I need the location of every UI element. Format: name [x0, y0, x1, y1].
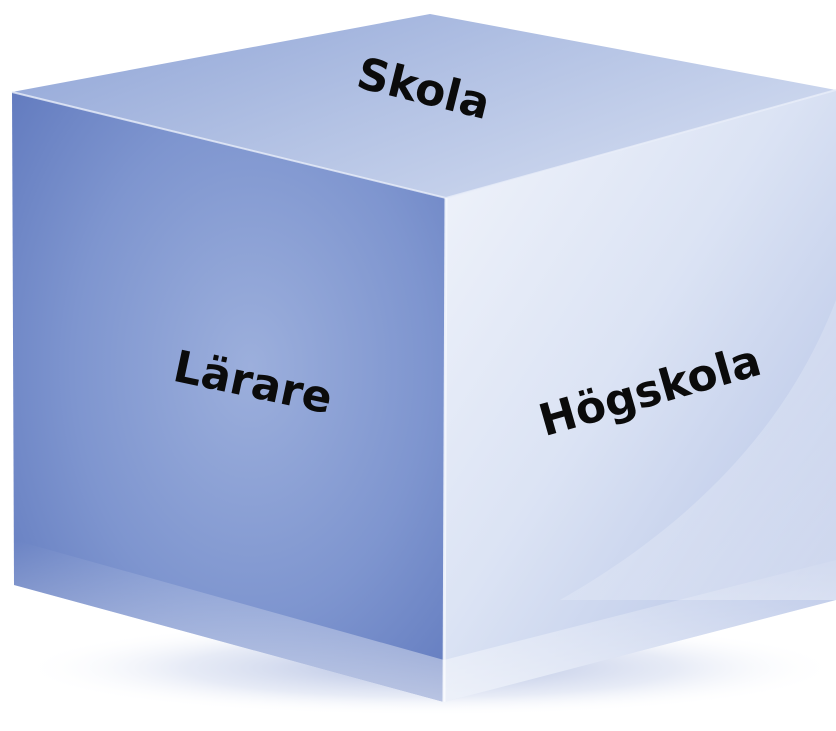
cube-left-face: [12, 92, 446, 702]
cube-right-gloss: [560, 300, 836, 600]
cube-front-edge: [442, 197, 448, 703]
cube-bottom-fade: [14, 540, 836, 702]
cube-top-face: [12, 14, 836, 198]
